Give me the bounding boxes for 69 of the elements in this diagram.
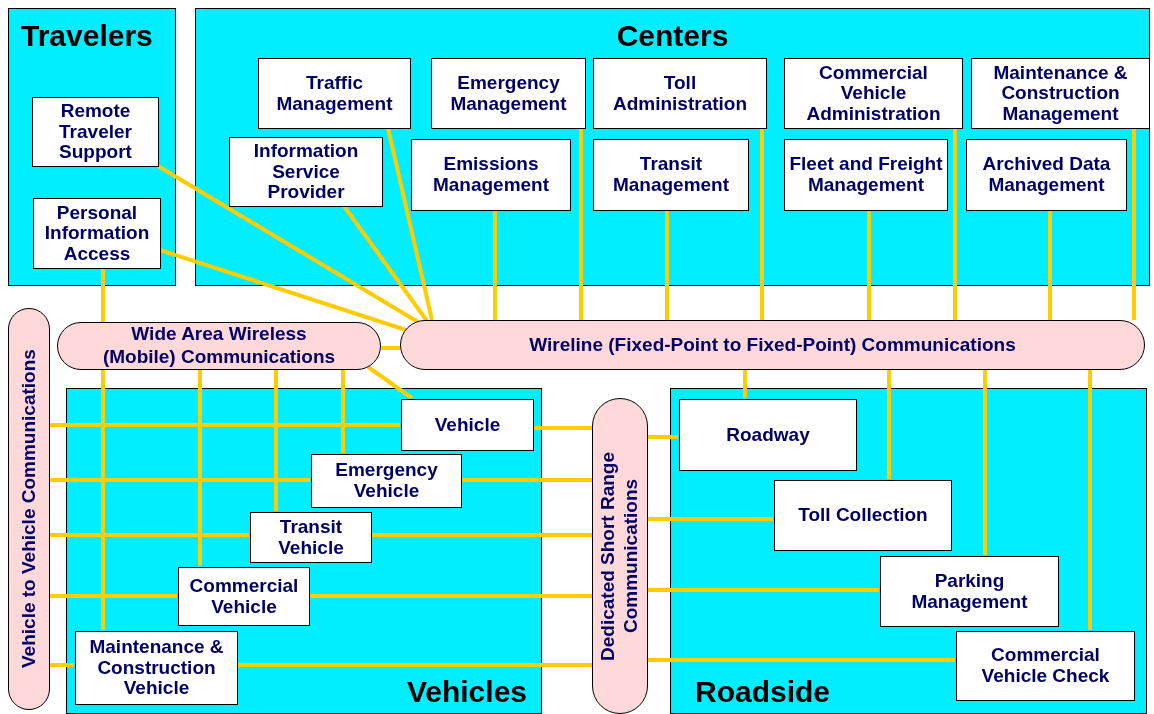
system-box: Parking Management [880,556,1059,627]
system-box: Personal Information Access [33,198,161,269]
system-box: Emissions Management [411,139,571,211]
connector-line [309,594,592,598]
system-box: Commercial Vehicle Administration [784,58,963,129]
system-box: Commercial Vehicle Check [956,631,1135,701]
connector-line [461,478,592,482]
system-box: Transit Vehicle [250,512,372,563]
group-title: Travelers [21,21,153,51]
connector-line [760,128,764,320]
group-title: Roadside [695,677,831,707]
connector-line [648,517,773,521]
connector-line [101,370,105,630]
system-box: Archived Data Management [966,139,1127,211]
connector-line [887,370,891,479]
connector-line [533,426,592,430]
system-box: Remote Traveler Support [32,97,159,167]
system-box: Vehicle [401,399,534,451]
connector-line [579,128,583,320]
group-panel [8,8,176,286]
connector-line [371,533,592,537]
connector-line [159,248,407,332]
connector-line [274,370,278,511]
connector-line [648,658,955,662]
connector-line [983,370,987,555]
connector-line [50,533,249,537]
system-box: Commercial Vehicle [178,567,310,626]
system-box: Maintenance & Construction Management [971,58,1150,129]
group-title: Centers [615,21,730,51]
system-box: Traffic Management [258,58,411,129]
communications-band: Wireline (Fixed-Point to Fixed-Point) Communications [400,320,1145,370]
system-box: Toll Administration [593,58,767,129]
connector-line [1132,128,1136,320]
connector-line [493,210,497,320]
group-panel [195,8,1150,286]
connector-line [101,268,105,322]
system-box: Toll Collection [774,480,952,551]
system-box: Transit Management [593,139,749,211]
connector-line [648,435,678,439]
connector-line [743,370,747,398]
connector-line [50,594,177,598]
system-box: Emergency Vehicle [311,454,462,508]
connector-line [50,663,74,667]
system-box: Information Service Provider [229,137,383,207]
group-panel [66,388,542,714]
communications-band: Dedicated Short Range Communications [592,398,648,714]
group-panel [670,388,1147,714]
connector-line [366,365,414,400]
connector-line [50,423,400,427]
connector-line [381,346,400,350]
system-box: Maintenance & Construction Vehicle [75,631,238,705]
communications-band: Vehicle to Vehicle Communications [8,308,50,710]
connector-line [953,128,957,320]
communications-band: Wide Area Wireless (Mobile) Communications [57,322,381,370]
connector-line [648,588,879,592]
connector-line [1048,210,1052,320]
connector-line [156,164,420,324]
system-box: Emergency Management [431,58,586,129]
connector-line [198,370,202,566]
group-title: Vehicles [406,677,527,707]
system-box: Fleet and Freight Management [784,139,948,211]
connector-line [1088,370,1092,630]
connector-line [341,370,345,453]
system-box: Roadway [679,399,857,471]
connector-line [237,663,592,667]
connector-line [386,127,434,321]
connector-line [50,478,310,482]
connector-line [665,210,669,320]
connector-line [867,210,871,320]
